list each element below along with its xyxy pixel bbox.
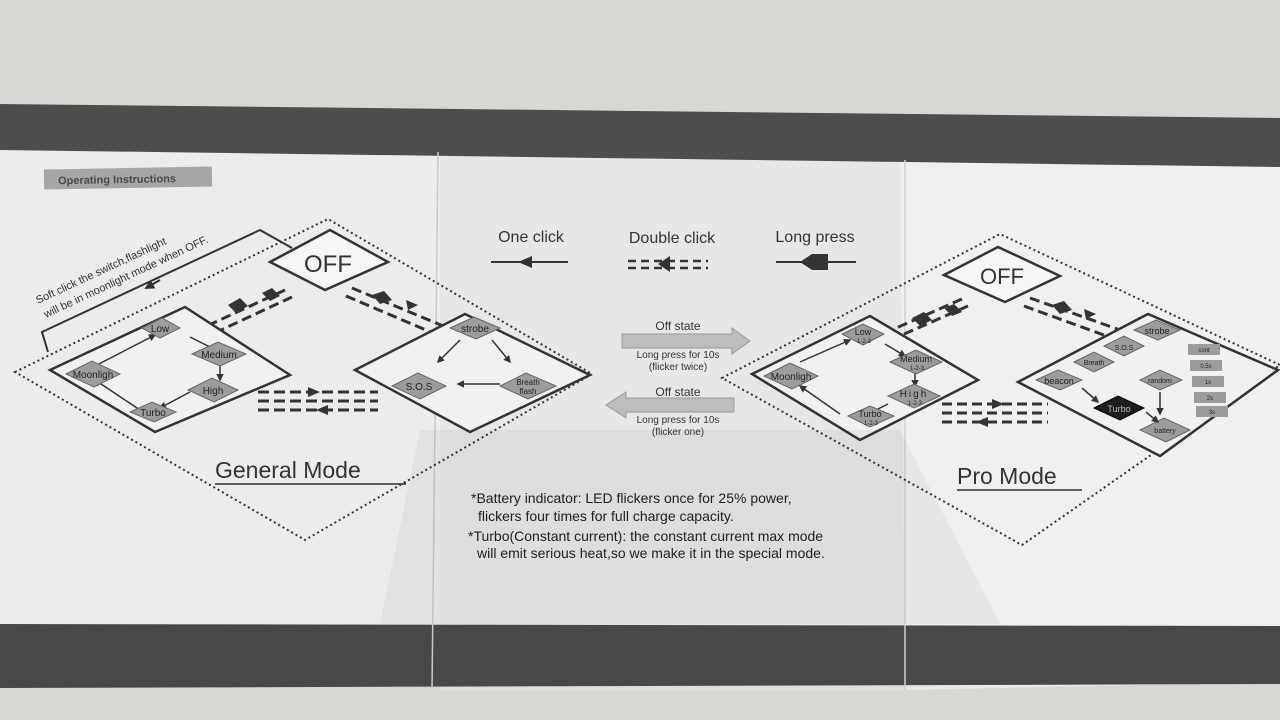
svg-text:0.5s: 0.5s — [1200, 364, 1211, 370]
one-click-arrow-icon — [518, 256, 532, 268]
svg-text:S.O.S: S.O.S — [406, 382, 433, 393]
legend-double-click-label: Double click — [629, 230, 716, 247]
header-tab-label: Operating Instructions — [58, 173, 176, 187]
pro-node-high: High 1-2-3 — [886, 383, 942, 409]
svg-text:1s: 1s — [1205, 380, 1211, 386]
pro-mode-diagram: OFF Low 1-2-3 Medium 1-2-3 High 1-2-3 — [719, 232, 1280, 547]
svg-text:Low: Low — [855, 327, 872, 337]
pro-strobe-sublist: cont 0.5s 1s 2s 3s — [1188, 344, 1228, 417]
bottom-band — [0, 624, 1280, 688]
general-loop2-diamond — [352, 312, 593, 434]
switch-to-general-arrow: Off state Long press for 10s (flicker on… — [605, 385, 735, 438]
pro-node-turbo: Turbo 1-2-3 — [846, 405, 896, 428]
svg-text:Medium: Medium — [201, 350, 237, 361]
general-node-breath-flash: Breath flash — [498, 372, 558, 400]
svg-text:strobe: strobe — [461, 324, 489, 335]
svg-text:Breath: Breath — [1084, 360, 1105, 367]
pro-node-breath: Breath — [1072, 351, 1116, 373]
svg-text:Long press for 10s: Long press for 10s — [637, 415, 720, 426]
svg-text:High: High — [203, 386, 224, 397]
svg-text:1-2-3: 1-2-3 — [910, 366, 925, 372]
top-band — [0, 104, 1280, 167]
legend-long-press-label: Long press — [775, 229, 854, 246]
svg-text:S.O.S: S.O.S — [1115, 345, 1134, 352]
pro-node-turbo-dark: Turbo — [1092, 395, 1146, 421]
svg-text:Moonligh: Moonligh — [73, 370, 114, 381]
svg-text:cont: cont — [1198, 348, 1210, 354]
long-press-symbol-general-right — [372, 291, 392, 304]
general-node-strobe: strobe — [448, 316, 502, 340]
svg-text:random: random — [1148, 378, 1172, 385]
svg-text:Medium: Medium — [900, 354, 932, 364]
pro-node-moonlight: Moonligh — [762, 362, 820, 390]
svg-text:battery: battery — [1154, 428, 1176, 435]
svg-text:Turbo: Turbo — [140, 408, 166, 419]
svg-text:1-2-3: 1-2-3 — [857, 339, 872, 345]
long-press-arrow-icon — [800, 254, 828, 270]
general-node-moonlight: Moonligh — [64, 360, 122, 388]
note-line-4: will emit serious heat,so we make it in … — [476, 545, 825, 561]
general-loop1-diamond — [47, 305, 293, 434]
svg-text:2s: 2s — [1207, 396, 1213, 402]
general-node-medium: Medium — [190, 341, 248, 367]
pro-node-strobe: strobe — [1132, 319, 1182, 341]
long-press-symbol-general-left — [228, 298, 248, 313]
general-double-click-connector — [258, 390, 378, 412]
general-node-sos: S.O.S — [390, 372, 448, 400]
svg-text:Breath: Breath — [516, 378, 540, 387]
general-off-box — [267, 228, 391, 292]
svg-text:Turbo: Turbo — [858, 409, 881, 419]
pro-mode-outer-diamond — [719, 232, 1280, 547]
svg-text:Turbo: Turbo — [1107, 404, 1130, 414]
legend: One click Double click Long press — [491, 229, 856, 272]
pro-node-sos: S.O.S — [1102, 335, 1146, 357]
pro-node-random: random — [1138, 369, 1184, 391]
pro-node-medium: Medium 1-2-3 — [888, 349, 944, 375]
svg-text:strobe: strobe — [1144, 326, 1169, 336]
pro-node-beacon: beacon — [1034, 369, 1084, 391]
note-line-2: flickers four times for full charge capa… — [478, 508, 734, 524]
pro-node-low: Low 1-2-3 — [840, 323, 886, 346]
svg-text:Off state: Off state — [655, 319, 700, 333]
svg-text:1-2-3: 1-2-3 — [864, 421, 879, 427]
note-line-3: *Turbo(Constant current): the constant c… — [468, 528, 823, 544]
general-node-low: Low — [140, 317, 182, 339]
note-line-1: *Battery indicator: LED flickers once fo… — [471, 490, 792, 506]
svg-text:Long press for 10s: Long press for 10s — [637, 350, 720, 361]
legend-one-click-label: One click — [498, 229, 565, 246]
svg-text:Moonligh: Moonligh — [771, 372, 812, 383]
pro-mode-title: Pro Mode — [957, 463, 1057, 489]
notes: *Battery indicator: LED flickers once fo… — [468, 490, 825, 561]
switch-to-pro-arrow: Off state Long press for 10s (flicker tw… — [621, 319, 751, 373]
general-node-turbo: Turbo — [128, 401, 178, 423]
svg-text:1-2-3: 1-2-3 — [908, 401, 923, 407]
general-node-high: High — [186, 377, 240, 403]
general-off-label: OFF — [304, 251, 352, 278]
svg-text:beacon: beacon — [1044, 376, 1074, 386]
svg-text:Off state: Off state — [655, 385, 700, 399]
pro-off-label: OFF — [980, 264, 1024, 289]
pro-loop1-diamond — [749, 314, 981, 442]
svg-text:Low: Low — [151, 324, 170, 335]
svg-text:High: High — [900, 389, 929, 400]
pro-off-box — [941, 245, 1063, 304]
header-tab: Operating Instructions — [43, 166, 213, 190]
svg-text:flash: flash — [520, 387, 537, 396]
fold-line-left — [431, 151, 439, 691]
svg-text:(flicker twice): (flicker twice) — [649, 362, 707, 373]
general-mode-title: General Mode — [215, 457, 361, 483]
shadow-overlay — [380, 430, 1000, 624]
svg-text:(flicker one): (flicker one) — [652, 427, 704, 438]
svg-text:3s: 3s — [1209, 410, 1215, 416]
